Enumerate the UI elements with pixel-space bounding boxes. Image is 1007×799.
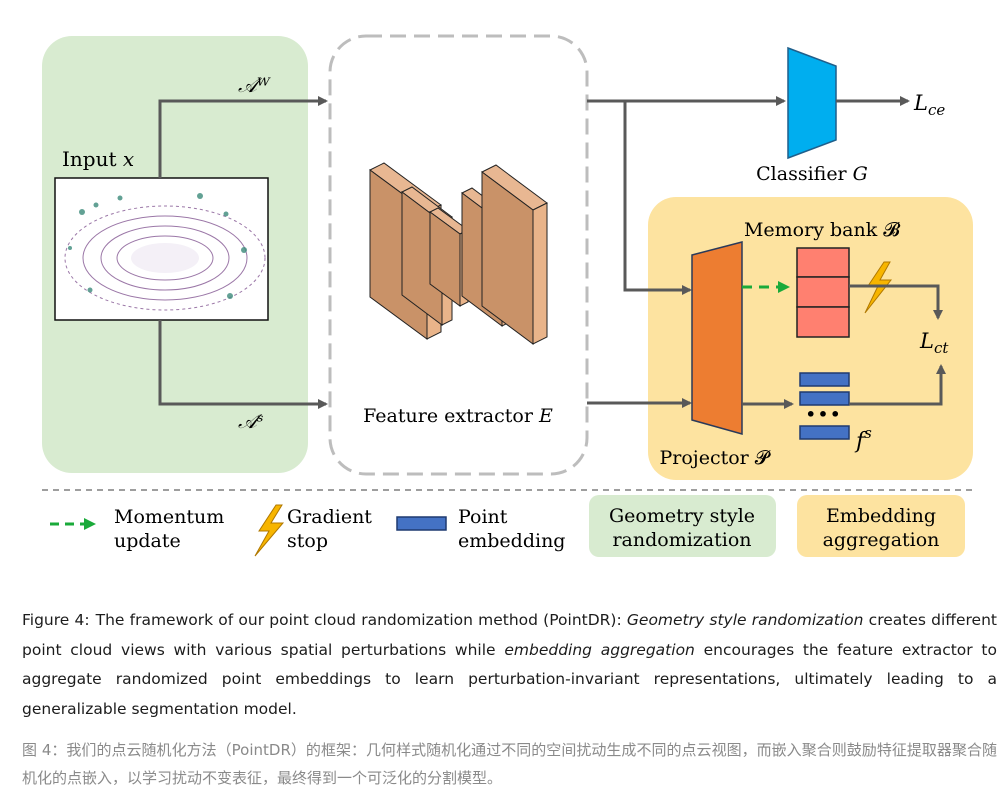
figure-caption-translation: 图 4：我们的点云随机化方法（PointDR）的框架：几何样式随机化通过不同的空… <box>22 741 997 787</box>
svg-text:aggregation: aggregation <box>823 529 940 551</box>
memory-bank-label: Memory bank 𝓑 <box>744 219 901 241</box>
svg-text:Geometry style: Geometry style <box>609 505 755 527</box>
projector-label: Projector 𝓟 <box>660 447 772 469</box>
classifier-block <box>787 46 837 160</box>
figure-label: Figure 4: <box>22 611 90 629</box>
legend-point-embedding-swatch <box>396 516 447 531</box>
svg-text:randomization: randomization <box>612 529 751 551</box>
embedding-dots: ••• <box>806 405 843 424</box>
svg-text:Momentum: Momentum <box>114 506 224 528</box>
input-point-cloud-image <box>54 177 269 321</box>
legend: Momentum update Gradient stop Point embe… <box>50 495 965 557</box>
projector-block <box>691 241 743 435</box>
memory-bank <box>796 247 850 338</box>
aug-strong-label: 𝒜ˢ <box>238 409 264 433</box>
framework-diagram: Input 𝑥 𝒜ᵂ 𝒜ˢ <box>42 34 975 557</box>
loss-ct: Lct <box>919 329 949 357</box>
figure-caption: Figure 4:The framework of our point clou… <box>22 611 997 718</box>
loss-ce: Lce <box>913 91 945 119</box>
legend-bolt-icon <box>254 504 285 557</box>
feature-extractor-label: Feature extractor 𝐸 <box>363 405 553 427</box>
aug-weak-label: 𝒜ᵂ <box>238 73 271 97</box>
svg-text:Gradient: Gradient <box>287 506 372 528</box>
svg-text:embedding: embedding <box>458 530 565 552</box>
svg-text:update: update <box>114 530 181 552</box>
classifier-label: Classifier 𝐺 <box>756 163 868 185</box>
feature-extractor-blocks <box>369 162 548 345</box>
svg-text:Embedding: Embedding <box>826 505 936 527</box>
svg-text:Point: Point <box>458 506 508 528</box>
svg-text:stop: stop <box>287 530 328 552</box>
input-label: Input 𝑥 <box>62 147 134 171</box>
point-embeddings <box>799 372 850 440</box>
